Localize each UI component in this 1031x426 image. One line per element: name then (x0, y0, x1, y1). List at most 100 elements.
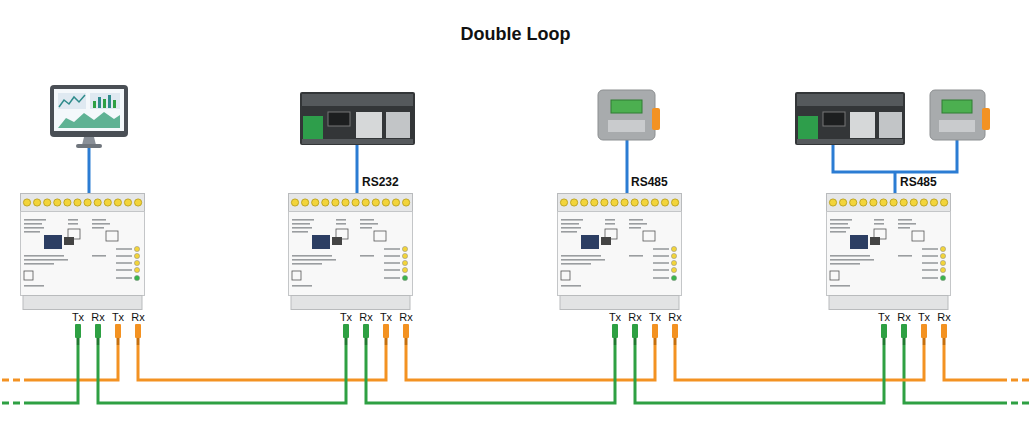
screw-terminal (23, 199, 30, 206)
print-line (116, 277, 132, 279)
interface-label: RS485 (630, 175, 669, 189)
status-led (671, 275, 676, 280)
screw-terminal (631, 199, 638, 206)
status-led (134, 253, 139, 258)
screw-terminal (621, 199, 628, 206)
screw-terminal (34, 199, 41, 206)
print-line (292, 223, 310, 225)
screw-terminal (44, 199, 51, 206)
screw-terminal (880, 199, 887, 206)
ce-mark (601, 237, 611, 245)
plc-display (823, 112, 845, 126)
print-line (92, 227, 104, 229)
fiber-boot (97, 338, 100, 345)
port-label: Tx (380, 311, 392, 324)
print-line (830, 219, 852, 221)
chart-bar (98, 97, 101, 108)
print-line (24, 259, 68, 261)
front-panel (558, 212, 682, 296)
port-label: Rx (628, 311, 641, 324)
fiber-boot (903, 338, 906, 345)
meter-panel (608, 120, 645, 132)
print-line (360, 219, 374, 221)
screw-terminal (372, 199, 379, 206)
status-led (134, 246, 139, 251)
port-label: Tx (72, 311, 84, 324)
chart-bar (108, 95, 111, 108)
fiber-connector (135, 324, 141, 338)
fiber-boot (365, 338, 368, 345)
screw-terminal (124, 199, 131, 206)
print-line (92, 219, 106, 221)
screw-terminal (94, 199, 101, 206)
port-label: Tx (649, 311, 661, 324)
status-led (940, 246, 945, 251)
can-symbol (106, 231, 118, 241)
serial-cable (88, 147, 91, 193)
screw-terminal (829, 199, 836, 206)
fiber-link (406, 345, 655, 380)
screw-terminal (661, 199, 668, 206)
meter-display (611, 100, 642, 113)
chart-panel (58, 93, 86, 109)
fiber-connector (403, 324, 409, 338)
status-led (671, 260, 676, 265)
print-line (830, 259, 874, 261)
meter-housing (930, 90, 985, 140)
screw-terminal (64, 199, 71, 206)
print-line (384, 255, 400, 257)
logo-block (312, 235, 330, 249)
screw-terminal (342, 199, 349, 206)
screw-terminal (54, 199, 61, 206)
chart-bar (93, 101, 96, 108)
plc-module (850, 112, 875, 138)
print-line (898, 219, 912, 221)
port-label: Tx (609, 311, 621, 324)
can-symbol (643, 231, 655, 241)
print-line (653, 248, 669, 250)
port-label: Rx (399, 311, 412, 324)
fiber-connector (343, 324, 349, 338)
screw-terminal (135, 199, 142, 206)
screw-terminal (920, 199, 927, 206)
fiber-boot (405, 338, 408, 345)
fiber-boot (117, 338, 120, 345)
fiber-continuation (2, 379, 20, 382)
port-label: Tx (112, 311, 124, 324)
plc-housing (300, 92, 415, 145)
fiber-connector (75, 324, 81, 338)
fiber-connector (383, 324, 389, 338)
fiber-boot (923, 338, 926, 345)
screw-terminal (403, 199, 410, 206)
print-line (922, 269, 938, 271)
screw-terminal (910, 199, 917, 206)
port-label: Rx (897, 311, 910, 324)
print-line (292, 259, 336, 261)
interface-label: RS485 (899, 175, 938, 189)
plc-housing (795, 92, 905, 145)
print-line (830, 227, 850, 229)
status-led (940, 275, 945, 280)
screw-terminal (312, 199, 319, 206)
serial-cable (833, 140, 957, 193)
status-led (940, 260, 945, 265)
status-led (671, 267, 676, 272)
status-led (671, 253, 676, 258)
screw-terminal (850, 199, 857, 206)
print-line (292, 285, 312, 287)
print-line (629, 223, 647, 225)
status-led (940, 253, 945, 258)
status-led (134, 275, 139, 280)
print-line (360, 223, 378, 225)
can-symbol (912, 231, 924, 241)
plc-terminal-strip (797, 94, 903, 106)
print-line (116, 269, 132, 271)
print-line (653, 255, 669, 257)
print-line (384, 248, 400, 250)
print-line (922, 277, 938, 279)
print-line (561, 255, 601, 257)
plc-terminal-block (798, 116, 818, 140)
fiber-connector (363, 324, 369, 338)
fiber-boot (654, 338, 657, 345)
screw-terminal (930, 199, 937, 206)
